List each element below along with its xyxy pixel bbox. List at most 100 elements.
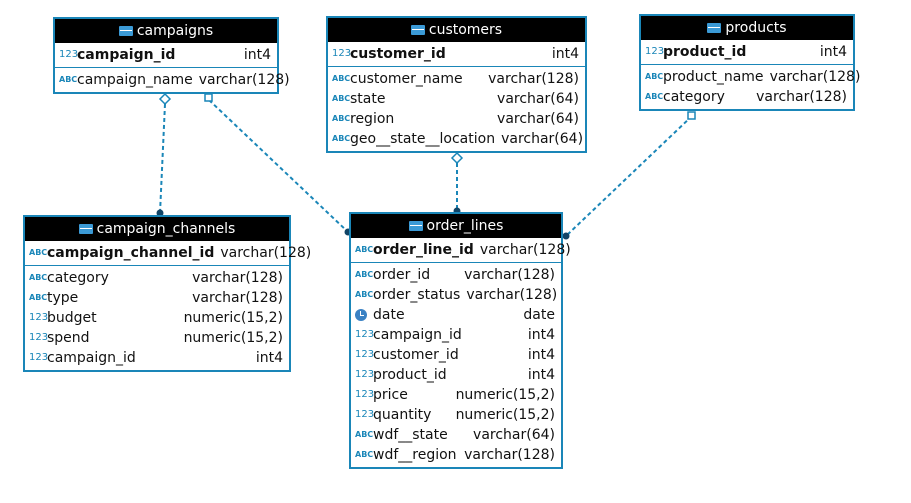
column-row[interactable]: date date (351, 305, 561, 325)
table-title: order_lines (426, 218, 504, 234)
column-name: campaign_id (373, 327, 462, 343)
dot-end-campaign-channels (156, 209, 164, 217)
column-name: category (663, 89, 725, 105)
column-name: date (373, 307, 405, 323)
text-type-icon: ABC (29, 273, 48, 282)
text-type-icon: ABC (355, 430, 374, 439)
column-name: geo__state__location (350, 131, 496, 147)
table-title: customers (428, 22, 503, 38)
table-icon (118, 26, 133, 36)
link-campaigns-campaign-channels (159, 103, 166, 214)
column-type: int4 (527, 367, 555, 383)
table-icon (410, 25, 425, 35)
table-title: campaigns (136, 23, 214, 39)
table-header: order_lines (351, 214, 561, 238)
numeric-type-icon: 123 (29, 332, 49, 343)
column-name: state (350, 91, 386, 107)
text-type-icon: ABC (332, 74, 351, 83)
column-name: wdf__region (373, 447, 457, 463)
link-products-order-lines (565, 115, 693, 237)
table-title: products (725, 20, 787, 36)
column-type: varchar(128) (198, 72, 290, 88)
text-type-icon: ABC (332, 114, 351, 123)
column-type: varchar(128) (192, 290, 283, 306)
column-name: campaign_id (47, 350, 136, 366)
text-type-icon: ABC (29, 293, 48, 302)
column-name: budget (47, 310, 97, 326)
column-name: category (47, 270, 109, 286)
table-icon (408, 221, 423, 231)
table-header: campaigns (55, 19, 277, 43)
numeric-type-icon: 123 (29, 312, 49, 323)
text-type-icon: ABC (59, 75, 78, 84)
text-type-icon: ABC (332, 94, 351, 103)
numeric-type-icon: 123 (355, 329, 375, 340)
table-header: products (641, 16, 853, 40)
column-type: varchar(128) (464, 447, 555, 463)
table-icon (78, 224, 93, 234)
column-type: date (523, 307, 555, 323)
column-name: product_id (663, 44, 747, 60)
column-type: int4 (527, 347, 555, 363)
column-type: varchar(128) (769, 69, 861, 85)
column-name: price (373, 387, 408, 403)
text-type-icon: ABC (645, 72, 664, 81)
column-type: numeric(15,2) (183, 310, 283, 326)
numeric-type-icon: 123 (355, 389, 375, 400)
column-name: product_name (663, 69, 764, 85)
column-name: order_status (373, 287, 461, 303)
column-type: numeric(15,2) (183, 330, 283, 346)
column-type: int4 (527, 327, 555, 343)
column-type: varchar(128) (220, 245, 312, 261)
column-type: int4 (551, 46, 579, 62)
column-name: product_id (373, 367, 447, 383)
text-type-icon: ABC (355, 270, 374, 279)
column-type: varchar(128) (464, 267, 555, 283)
table-header: campaign_channels (25, 217, 289, 241)
dot-end-order-lines-right (562, 232, 570, 240)
column-name: customer_name (350, 71, 463, 87)
numeric-type-icon: 123 (355, 369, 375, 380)
column-type: varchar(64) (497, 111, 579, 127)
column-name: type (47, 290, 79, 306)
text-type-icon: ABC (355, 290, 374, 299)
column-name: campaign_id (77, 47, 176, 63)
